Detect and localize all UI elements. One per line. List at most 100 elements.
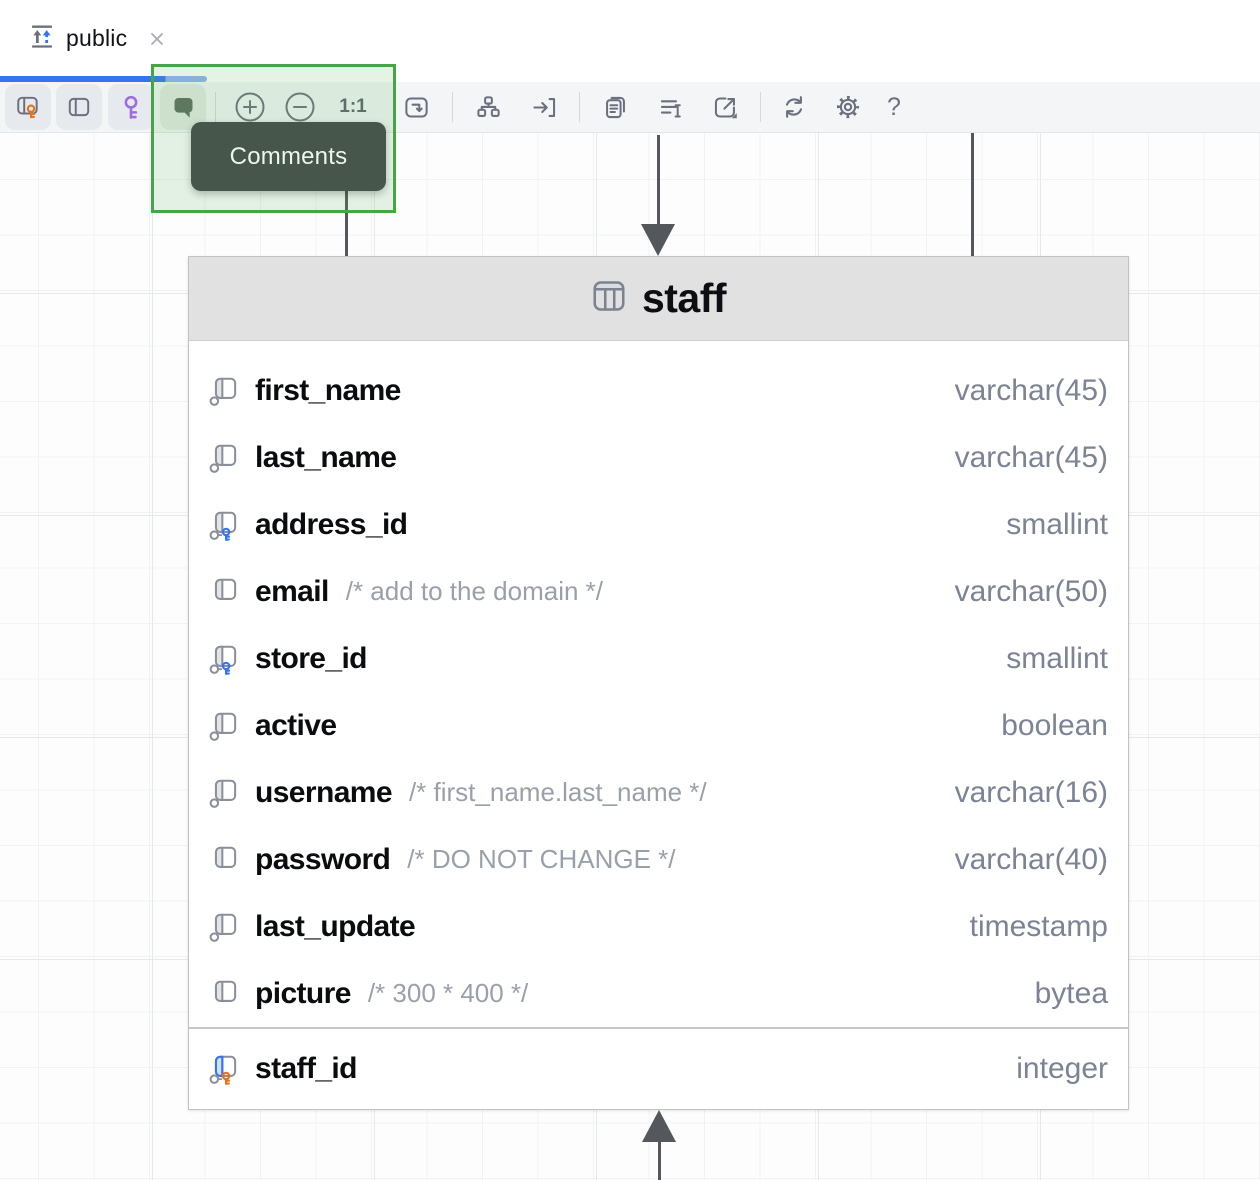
table-row[interactable]: store_id smallint bbox=[189, 625, 1128, 692]
column-comment: /* first_name.last_name */ bbox=[408, 777, 707, 807]
column-name: store_id bbox=[255, 641, 368, 675]
column-name: staff_id bbox=[255, 1052, 357, 1085]
toolbar-separator bbox=[215, 92, 216, 122]
zoom-in-button[interactable] bbox=[228, 84, 272, 130]
refresh-button[interactable] bbox=[771, 84, 817, 130]
zoom-out-icon bbox=[285, 92, 315, 122]
column-type: timestamp bbox=[969, 909, 1108, 943]
column-icon bbox=[209, 913, 237, 942]
jump-to-icon bbox=[532, 97, 555, 117]
column-type: varchar(16) bbox=[954, 775, 1108, 809]
column-comment: /* 300 * 400 */ bbox=[367, 978, 529, 1008]
key-icon bbox=[221, 1071, 231, 1085]
comments-tooltip: Comments bbox=[191, 122, 386, 191]
table-row[interactable]: address_id smallint bbox=[189, 491, 1128, 558]
entity-table-staff[interactable]: staff first_name varchar(45) bbox=[188, 256, 1129, 1110]
table-columns-icon bbox=[68, 97, 90, 117]
jump-to-source-button[interactable] bbox=[521, 84, 567, 130]
column-icon bbox=[209, 645, 237, 675]
column-comment: /* DO NOT CHANGE */ bbox=[407, 844, 676, 874]
column-name: last_update bbox=[255, 909, 416, 943]
toolbar-separator bbox=[452, 92, 453, 122]
entity-columns: first_name varchar(45) last_name varchar… bbox=[189, 341, 1128, 1027]
column-name: last_name bbox=[255, 440, 397, 474]
relationship-edge-right[interactable] bbox=[971, 133, 974, 257]
comments-icon bbox=[174, 97, 192, 118]
edit-comment-button[interactable] bbox=[648, 84, 694, 130]
tab-title: public bbox=[66, 25, 128, 51]
table-icon bbox=[591, 278, 627, 319]
tab-bar: public bbox=[0, 0, 1260, 76]
tab-public[interactable]: public bbox=[28, 22, 167, 55]
fit-content-icon bbox=[404, 96, 428, 118]
notes-icon bbox=[660, 99, 681, 117]
export-icon bbox=[714, 96, 737, 118]
arrowhead-down-icon bbox=[641, 224, 675, 256]
table-row[interactable]: picture /* 300 * 400 */ bytea bbox=[189, 960, 1128, 1027]
column-icon bbox=[214, 846, 237, 868]
column-type: smallint bbox=[1006, 641, 1108, 675]
column-type: integer bbox=[1016, 1052, 1108, 1085]
column-icon bbox=[214, 980, 237, 1002]
relationship-edge-left[interactable] bbox=[345, 133, 348, 257]
zoom-out-button[interactable] bbox=[278, 84, 322, 130]
column-type: smallint bbox=[1006, 507, 1108, 541]
zoom-reset-button[interactable]: 1:1 bbox=[339, 96, 367, 117]
zoom-in-icon bbox=[235, 92, 265, 122]
schema-arrows-icon bbox=[28, 22, 56, 55]
column-name: first_name bbox=[255, 373, 401, 407]
column-icon bbox=[209, 377, 237, 406]
table-row[interactable]: last_update timestamp bbox=[189, 893, 1128, 960]
progress-bar bbox=[0, 76, 207, 82]
table-row[interactable]: username /* first_name.last_name */ varc… bbox=[189, 759, 1128, 826]
column-icon bbox=[214, 578, 237, 600]
column-type: varchar(45) bbox=[954, 440, 1108, 474]
toolbar-separator bbox=[760, 92, 761, 122]
table-row[interactable]: active boolean bbox=[189, 692, 1128, 759]
refresh-icon bbox=[785, 96, 803, 118]
entity-primary-key-section: staff_id integer bbox=[189, 1027, 1128, 1109]
table-row[interactable]: password /* DO NOT CHANGE */ varchar(40) bbox=[189, 826, 1128, 893]
help-button[interactable]: ? bbox=[887, 92, 901, 121]
column-type: bytea bbox=[1034, 976, 1108, 1010]
relationship-edge-bottom[interactable] bbox=[658, 1142, 661, 1180]
settings-icon bbox=[836, 95, 860, 119]
apply-layout-button[interactable] bbox=[465, 84, 511, 130]
column-type: varchar(50) bbox=[954, 574, 1108, 608]
column-icon bbox=[209, 444, 237, 473]
table-row[interactable]: email /* add to the domain */ varchar(50… bbox=[189, 558, 1128, 625]
column-icon bbox=[209, 779, 237, 808]
column-name: username bbox=[255, 775, 393, 809]
column-name: address_id bbox=[255, 507, 408, 541]
column-name: active bbox=[255, 708, 337, 742]
column-icon bbox=[209, 712, 237, 741]
key-icon bbox=[221, 661, 231, 675]
copy-diagram-button[interactable] bbox=[592, 84, 638, 130]
tooltip-text: Comments bbox=[229, 142, 348, 170]
table-row[interactable]: staff_id integer bbox=[189, 1029, 1128, 1109]
table-row[interactable]: last_name varchar(45) bbox=[189, 424, 1128, 491]
entity-title: staff bbox=[641, 275, 727, 321]
column-type: varchar(45) bbox=[954, 373, 1108, 407]
export-diagram-button[interactable] bbox=[702, 84, 748, 130]
column-icon bbox=[209, 511, 237, 541]
arrowhead-up-icon bbox=[642, 1110, 676, 1142]
column-type: boolean bbox=[1001, 708, 1108, 742]
key-icon bbox=[124, 95, 138, 119]
close-icon[interactable] bbox=[147, 29, 167, 49]
entity-header[interactable]: staff bbox=[189, 257, 1128, 341]
column-type: varchar(40) bbox=[954, 842, 1108, 876]
column-comment: /* add to the domain */ bbox=[345, 576, 604, 606]
show-keys-button[interactable] bbox=[108, 84, 154, 130]
show-column-keys-button[interactable] bbox=[5, 84, 51, 130]
relationship-edge-top[interactable] bbox=[657, 135, 660, 225]
key-icon bbox=[221, 527, 231, 541]
column-icon bbox=[209, 1055, 237, 1085]
show-columns-button[interactable] bbox=[56, 84, 102, 130]
column-name: password bbox=[255, 842, 391, 876]
settings-button[interactable] bbox=[825, 84, 871, 130]
layout-icon bbox=[476, 95, 500, 117]
table-row[interactable]: first_name varchar(45) bbox=[189, 357, 1128, 424]
fit-content-button[interactable] bbox=[394, 84, 438, 130]
column-name: email bbox=[255, 574, 329, 608]
